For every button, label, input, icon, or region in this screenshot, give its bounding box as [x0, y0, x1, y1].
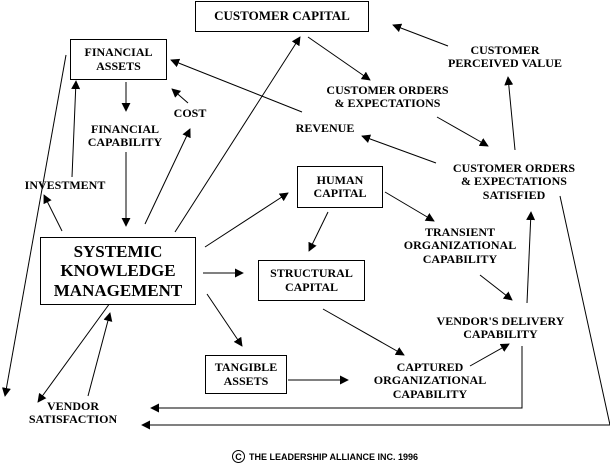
- cost-label: COST: [173, 106, 207, 120]
- arrow-revenue-to-financial-assets: [170, 58, 303, 113]
- arrow-cost-to-financial-assets: [171, 88, 189, 104]
- arrow-satisfied-to-vendor-satisfaction: [141, 195, 610, 430]
- systemic-knowledge-management-label: SYSTEMIC KNOWLEDGE MANAGEMENT: [53, 242, 183, 300]
- tangible-assets-label: TANGIBLE ASSETS: [214, 360, 278, 388]
- copyright-notice: C THE LEADERSHIP ALLIANCE INC. 1996: [232, 450, 418, 463]
- vendor-delivery-label: VENDOR'S DELIVERY CAPABILITY: [436, 314, 565, 342]
- arrow-captured-to-delivery: [469, 343, 510, 367]
- arrow-human-to-structural: [308, 211, 329, 252]
- arrow-skm-to-cost: [144, 128, 191, 225]
- arrow-human-to-transient: [384, 191, 435, 222]
- orders-satisfied-label: CUSTOMER ORDERS & EXPECTATIONS SATISFIED: [452, 161, 576, 202]
- arrow-skm-to-tangible: [206, 293, 243, 347]
- arrow-skm-to-customer-capital: [174, 36, 301, 233]
- customer-orders-expectations-label: CUSTOMER ORDERS & EXPECTATIONS: [326, 83, 449, 111]
- copyright-text: THE LEADERSHIP ALLIANCE INC. 1996: [249, 451, 419, 462]
- human-capital-box: HUMAN CAPITAL: [297, 166, 383, 208]
- captured-capability-label: CAPTURED ORGANIZATIONAL CAPABILITY: [373, 360, 487, 401]
- financial-assets-box: FINANCIAL ASSETS: [70, 39, 167, 80]
- arrow-satisfied-to-revenue: [361, 134, 437, 164]
- arrow-perceived-value-to-customer-capital: [392, 23, 449, 47]
- arrow-skm-to-investment: [43, 194, 63, 232]
- arrow-financial-assets-to-vendor-satisfaction: [1, 54, 67, 397]
- revenue-label: REVENUE: [295, 121, 355, 135]
- systemic-knowledge-management-box: SYSTEMIC KNOWLEDGE MANAGEMENT: [40, 237, 196, 305]
- arrow-delivery-to-satisfied: [526, 211, 536, 304]
- transient-capability-label: TRANSIENT ORGANIZATIONAL CAPABILITY: [403, 225, 517, 266]
- structural-capital-label: STRUCTURAL CAPITAL: [270, 266, 353, 294]
- financial-assets-label: FINANCIAL ASSETS: [84, 45, 153, 73]
- arrow-transient-to-delivery: [479, 274, 513, 301]
- customer-perceived-value-label: CUSTOMER PERCEIVED VALUE: [448, 43, 562, 71]
- arrow-skm-to-vendor-satisfaction: [37, 302, 111, 403]
- arrow-structural-to-captured: [322, 308, 405, 356]
- arrow-satisfied-to-perceived-value: [504, 76, 516, 151]
- vendor-satisfaction-label: VENDOR SATISFACTION: [28, 399, 118, 427]
- structural-capital-box: STRUCTURAL CAPITAL: [258, 260, 365, 301]
- investment-label: INVESTMENT: [24, 178, 106, 192]
- arrow-orders-to-satisfied: [436, 116, 489, 147]
- arrow-customer-capital-to-orders: [307, 36, 371, 81]
- arrow-skm-to-human-capital: [204, 192, 289, 248]
- customer-capital-label: CUSTOMER CAPITAL: [214, 8, 350, 24]
- copyright-icon: C: [232, 450, 245, 463]
- arrow-delivery-to-vendor-satisfaction: [150, 346, 523, 413]
- tangible-assets-box: TANGIBLE ASSETS: [205, 355, 287, 394]
- customer-capital-box: CUSTOMER CAPITAL: [195, 1, 369, 32]
- arrow-vendor-satisfaction-to-skm: [87, 312, 113, 397]
- arrow-investment-to-financial-assets: [71, 80, 81, 178]
- human-capital-label: HUMAN CAPITAL: [313, 172, 367, 200]
- financial-capability-label: FINANCIAL CAPABILITY: [87, 122, 163, 150]
